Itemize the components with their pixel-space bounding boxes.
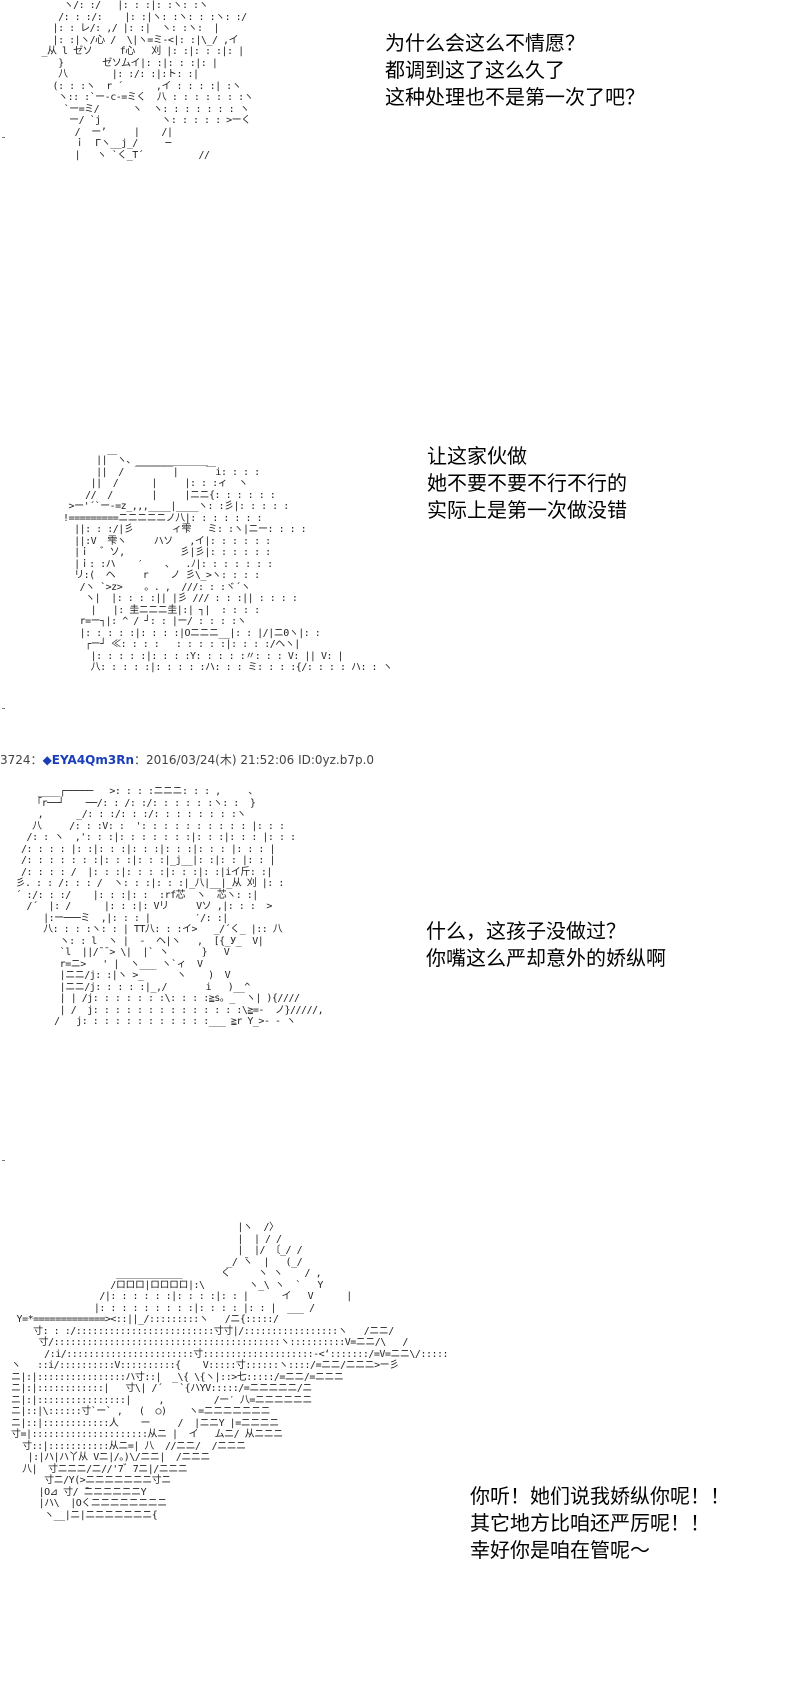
panel-1: ヽ/: :/ |: : :|: :ヽ: :ヽ /: : :/: |: :|ヽ: … (0, 0, 807, 300)
dialog-4: 你听！她们说我娇纵你呢！！ 其它地方比咱还严厉呢！！ 幸好你是咱在管呢〜 (470, 1483, 730, 1564)
dialog-line: 她不要不要不行不行的 (427, 471, 627, 495)
post-header: 3724：◆EYA4Qm3Rn：2016/03/24(木) 21:52:06 I… (0, 752, 374, 768)
dialog-line: 这种处理也不是第一次了吧？ (385, 85, 645, 109)
dialog-line: 幸好你是咱在管呢〜 (470, 1538, 650, 1562)
dialog-1: 为什么会这么不情愿？ 都调到这了这么久了 这种处理也不是第一次了吧？ (385, 30, 645, 111)
dialog-2: 让这家伙做 她不要不要不行不行的 实际上是第一次做没错 (427, 443, 627, 524)
dialog-line: 其它地方比咱还严厉呢！！ (470, 1511, 710, 1535)
edge-mark (2, 1160, 5, 1161)
post-separator: ： (30, 753, 43, 767)
post-trip[interactable]: ◆EYA4Qm3Rn (42, 753, 135, 767)
panel-2: ||￣ヽ、_____________ || / ￣￣￣￣| ￣i: : : : … (0, 0, 807, 720)
ascii-art-1: ヽ/: :/ |: : :|: :ヽ: :ヽ /: : :/: |: :|ヽ: … (41, 0, 254, 161)
dialog-3: 什么，这孩子没做过？ 你嘴这么严却意外的娇纵啊 (426, 918, 666, 972)
dialog-line: 实际上是第一次做没错 (427, 498, 627, 522)
panel-3: ____┌───── >: : : :ニニニ: : : , 、 「r──┘ ──… (15, 786, 666, 1027)
dialog-line: 都调到这了这么久了 (385, 58, 565, 82)
ascii-art-4: |ヽ /〉 | | / / | |/ 〔_/ / _/ ̄ヽ | (_/ ___… (11, 1222, 449, 1521)
ascii-art-3: ____┌───── >: : : :ニニニ: : : , 、 「r──┘ ──… (15, 786, 324, 1027)
post-info: ：2016/03/24(木) 21:52:06 ID:0yz.b7p.0 (134, 753, 375, 767)
dialog-line: 让这家伙做 (427, 444, 527, 468)
ascii-art-2: ||￣ヽ、_____________ || / ￣￣￣￣| ￣i: : : : … (63, 455, 393, 673)
post-number: 3724 (0, 753, 31, 767)
edge-mark (2, 137, 5, 138)
dialog-line: 你嘴这么严却意外的娇纵啊 (426, 946, 666, 970)
dialog-line: 什么，这孩子没做过？ (426, 919, 626, 943)
dialog-line: 你听！她们说我娇纵你呢！！ (470, 1484, 730, 1508)
edge-mark (2, 708, 5, 709)
dialog-line: 为什么会这么不情愿？ (385, 31, 585, 55)
